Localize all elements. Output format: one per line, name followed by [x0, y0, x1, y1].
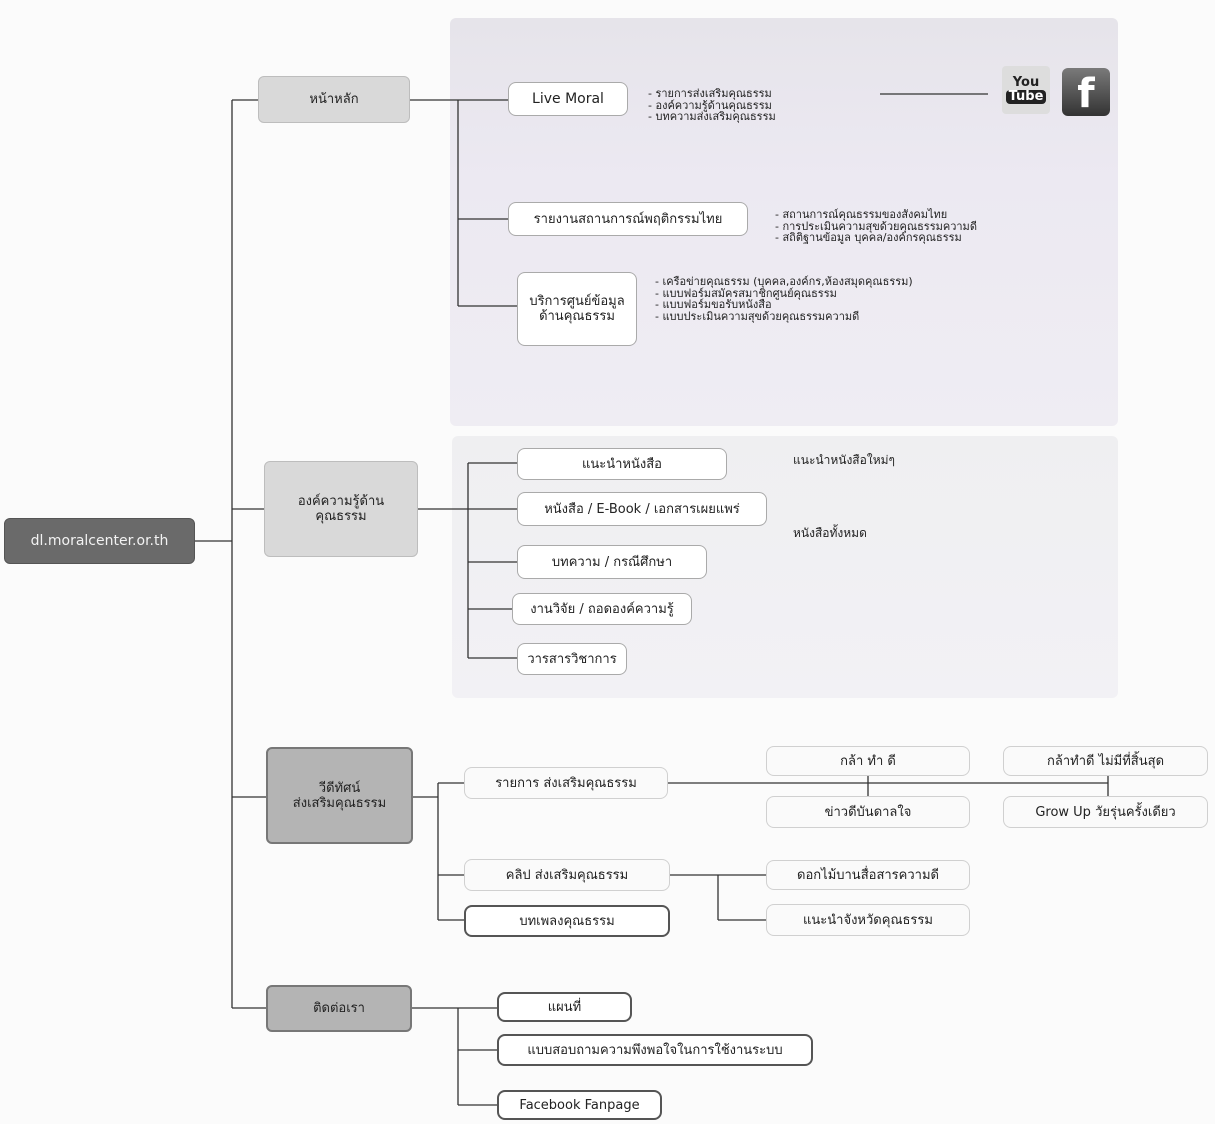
data-center-service-node[interactable]: บริการศูนย์ข้อมูล ด้านคุณธรรม: [517, 272, 637, 346]
books-ebook-node[interactable]: หนังสือ / E-Book / เอกสารเผยแพร่: [517, 492, 767, 526]
book-recommendation-node[interactable]: แนะนำหนังสือ: [517, 448, 727, 480]
youtube-icon[interactable]: You Tube: [1002, 66, 1050, 114]
bullet-item: สถานการณ์คุณธรรมของสังคมไทย: [775, 209, 977, 221]
service-bullets: เครือข่ายคุณธรรม (บุคคล,องค์กร,ห้องสมุดค…: [655, 276, 913, 323]
bullet-item: แบบฟอร์มสมัครสมาชิกศูนย์คุณธรรม: [655, 287, 913, 300]
video-node-line2: ส่งเสริมคุณธรรม: [292, 795, 387, 811]
grow-up-node[interactable]: Grow Up วัยรุ่นครั้งเดียว: [1003, 796, 1208, 828]
brave-do-good-endless-node[interactable]: กล้าทำดี ไม่มีที่สิ้นสุด: [1003, 746, 1208, 776]
brave-do-good-node[interactable]: กล้า ทำ ดี: [766, 746, 970, 776]
youtube-icon-bottom: Tube: [1005, 90, 1047, 104]
academic-journal-node[interactable]: วารสารวิชาการ: [517, 643, 627, 675]
thai-behavior-report-node[interactable]: รายงานสถานการณ์พฤติกรรมไทย: [508, 202, 748, 236]
bullet-item: บทความส่งเสริมคุณธรรม: [648, 111, 775, 123]
contact-node[interactable]: ติดต่อเรา: [266, 985, 412, 1032]
satisfaction-survey-node[interactable]: แบบสอบถามความพึงพอใจในการใช้งานระบบ: [497, 1034, 813, 1066]
youtube-icon-top: You: [1012, 75, 1040, 90]
map-node[interactable]: แผนที่: [497, 992, 632, 1022]
report-bullets: สถานการณ์คุณธรรมของสังคมไทย การประเมินคว…: [775, 209, 977, 244]
knowledge-node-line2: คุณธรรม: [315, 509, 367, 524]
facebook-icon[interactable]: f: [1062, 68, 1110, 116]
bullet-item: องค์ความรู้ด้านคุณธรรม: [648, 99, 776, 112]
home-node[interactable]: หน้าหลัก: [258, 76, 410, 123]
moral-province-node[interactable]: แนะนำจังหวัดคุณธรรม: [766, 904, 970, 936]
note-all-books: หนังสือทั้งหมด: [793, 526, 867, 540]
bullet-item: แบบประเมินความสุขด้วยคุณธรรมความดี: [655, 310, 913, 323]
bullet-item: การประเมินความสุขด้วยคุณธรรมความดี: [775, 220, 977, 233]
bullet-item: เครือข่ายคุณธรรม (บุคคล,องค์กร,ห้องสมุดค…: [655, 276, 912, 288]
root-node[interactable]: dl.moralcenter.or.th: [4, 518, 195, 564]
bullet-item: แบบฟอร์มขอรับหนังสือ: [655, 299, 913, 311]
knowledge-node[interactable]: องค์ความรู้ด้าน คุณธรรม: [264, 461, 418, 557]
video-node-line1: วีดีทัศน์: [318, 780, 361, 796]
service-line2: ด้านคุณธรรม: [539, 309, 615, 324]
research-node[interactable]: งานวิจัย / ถอดองค์ความรู้: [512, 593, 692, 625]
moral-program-node[interactable]: รายการ ส่งเสริมคุณธรรม: [464, 767, 668, 799]
live-moral-node[interactable]: Live Moral: [508, 82, 628, 116]
live-moral-bullets: รายการส่งเสริมคุณธรรม องค์ความรู้ด้านคุณ…: [648, 88, 776, 123]
articles-casestudy-node[interactable]: บทความ / กรณีศึกษา: [517, 545, 707, 579]
video-node[interactable]: วีดีทัศน์ ส่งเสริมคุณธรรม: [266, 747, 413, 844]
bullet-item: รายการส่งเสริมคุณธรรม: [648, 88, 776, 100]
moral-song-node[interactable]: บทเพลงคุณธรรม: [464, 905, 670, 937]
flower-bloom-node[interactable]: ดอกไม้บานสื่อสารความดี: [766, 860, 970, 890]
knowledge-node-line1: องค์ความรู้ด้าน: [297, 494, 385, 509]
note-new-books: แนะนำหนังสือใหม่ๆ: [793, 453, 895, 467]
facebook-fanpage-node[interactable]: Facebook Fanpage: [497, 1090, 662, 1120]
inspiring-news-node[interactable]: ข่าวดีบันดาลใจ: [766, 796, 970, 828]
moral-clip-node[interactable]: คลิป ส่งเสริมคุณธรรม: [464, 859, 670, 891]
bullet-item: สถิติฐานข้อมูล บุคคล/องค์กรคุณธรรม: [775, 232, 977, 244]
service-line1: บริการศูนย์ข้อมูล: [529, 294, 625, 309]
